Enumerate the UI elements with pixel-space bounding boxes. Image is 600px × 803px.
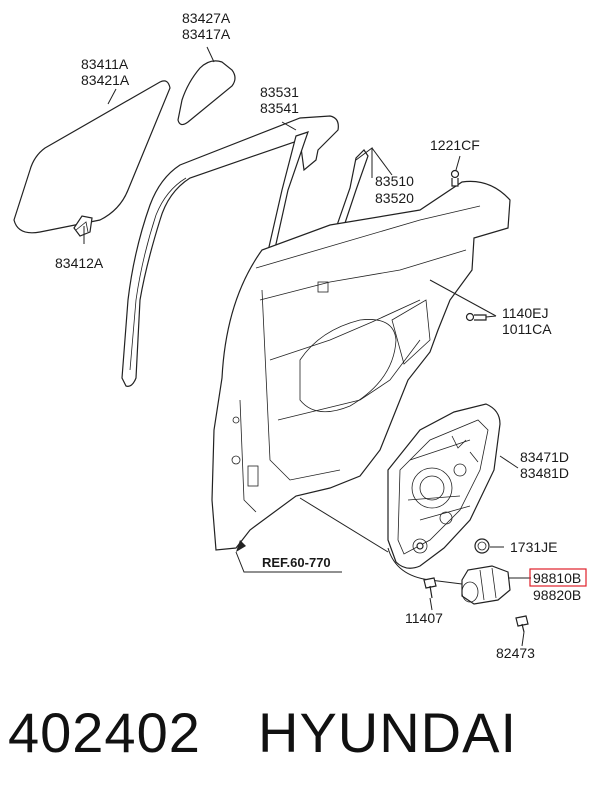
label-1011ca: 1011CA (502, 321, 552, 337)
ref-label: REF.60-770 (262, 555, 331, 570)
label-1221cf: 1221CF (430, 137, 480, 153)
label-11407: 11407 (405, 610, 443, 626)
quarter-glass-part (177, 60, 236, 126)
label-83541: 83541 (260, 100, 299, 116)
label-83471d: 83471D (520, 449, 569, 465)
label-83411a: 83411A (81, 56, 129, 72)
door-frame-part (211, 180, 511, 551)
label-83421a: 83421A (81, 72, 130, 88)
bolt-1140ej-part (465, 312, 487, 322)
label-1140ej: 1140EJ (502, 305, 548, 321)
footer-brand: HYUNDAI (258, 701, 518, 764)
grommet-1731je-part (474, 538, 490, 554)
glass-holder-part (73, 215, 93, 237)
leader-lines (83, 46, 531, 647)
bolt-1221cf-part (450, 169, 460, 187)
regulator-panel-part (387, 403, 501, 569)
label-83427a: 83427A (182, 10, 231, 26)
label-1731je: 1731JE (510, 539, 557, 555)
label-83481d: 83481D (520, 465, 569, 481)
door-glass-part (13, 80, 171, 234)
label-83412a: 83412A (55, 255, 104, 271)
highlight-box (529, 568, 587, 587)
label-83520: 83520 (375, 190, 414, 206)
door-parts-diagram: 83427A 83417A 83411A 83421A 83412A 83531… (13, 10, 587, 661)
window-motor-part (461, 565, 511, 605)
label-98820b: 98820B (533, 587, 581, 603)
label-83417a: 83417A (182, 26, 231, 42)
label-83510: 83510 (375, 173, 414, 189)
bolt-82473-part (515, 615, 529, 633)
bolt-11407-part (423, 577, 437, 599)
label-83531: 83531 (260, 84, 299, 100)
label-82473: 82473 (496, 645, 535, 661)
footer-code: 402402 (8, 701, 201, 764)
label-98810b: 98810B (533, 570, 581, 586)
